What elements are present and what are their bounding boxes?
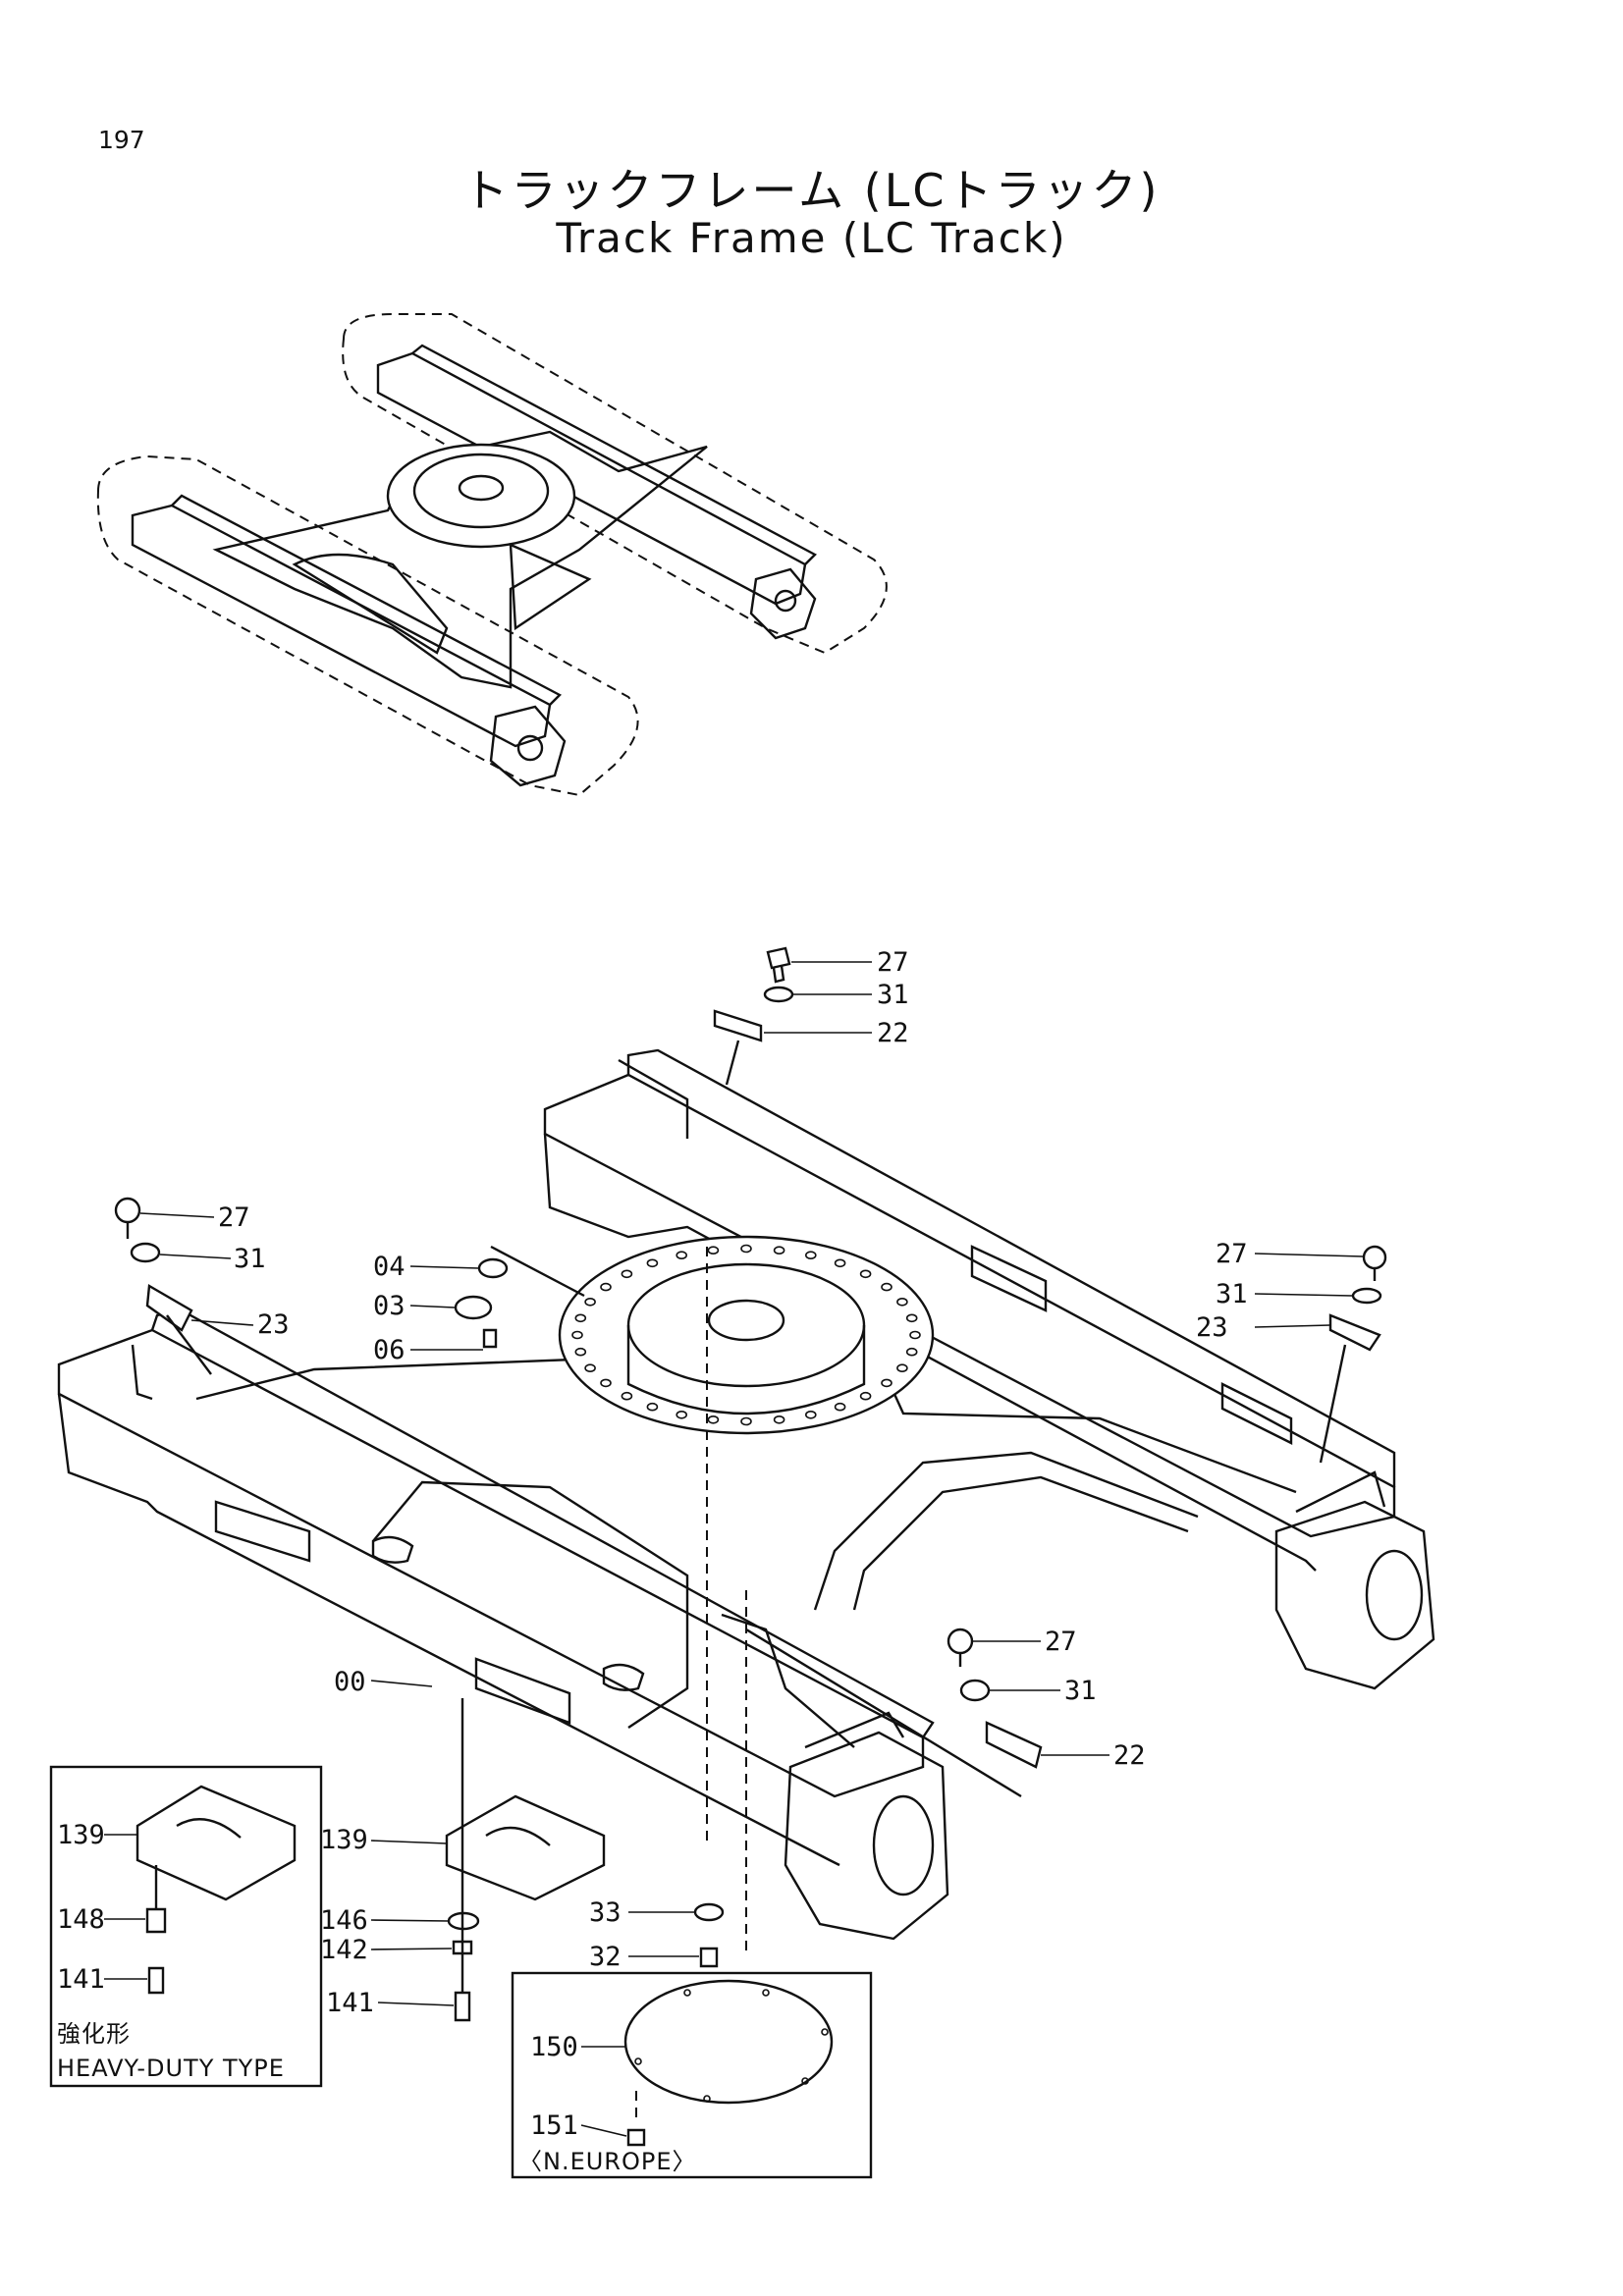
heavy-duty-title-jp: 強化形 [57, 2020, 131, 2048]
bolt-hole [896, 1298, 908, 1307]
bolt-hole [707, 1415, 720, 1424]
callout-label: 31 [877, 980, 909, 1010]
bolt-hole [740, 1244, 752, 1254]
callout-label: 139 [320, 1825, 368, 1855]
callout-label: 31 [1064, 1676, 1097, 1706]
callout-label: 27 [877, 947, 909, 978]
callout-label: 06 [373, 1335, 406, 1365]
callout-label: 32 [589, 1942, 622, 1972]
heavy-duty-title-en: HEAVY-DUTY TYPE [57, 2055, 285, 2082]
heavy-duty-callout: 141 [57, 1964, 105, 1995]
overview-illustration [96, 313, 888, 797]
bolt-hole [859, 1391, 872, 1401]
bolt-hole [881, 1282, 893, 1292]
bolt-hole [740, 1416, 752, 1426]
callout-label: 00 [334, 1667, 366, 1697]
bolt-hole [905, 1313, 918, 1323]
bolt-hole [804, 1251, 817, 1259]
bolt-hole [621, 1391, 633, 1401]
bolt-hole [621, 1269, 633, 1279]
bolt-hole [676, 1411, 688, 1419]
europe-inset: 〈N.EUROPE〉 [511, 1971, 873, 2179]
bolt-hole [571, 1330, 583, 1340]
bolt-hole [584, 1363, 596, 1372]
bolt-hole [676, 1251, 688, 1259]
callout-labels: 27 31 22 27 31 23 04 03 06 27 31 23 27 3… [57, 947, 1364, 2141]
callout-label: 146 [320, 1905, 368, 1936]
callout-label: 27 [1045, 1627, 1077, 1657]
bolt-hole [584, 1298, 596, 1307]
page-number: 197 [98, 126, 145, 154]
bolt-hole [834, 1258, 846, 1268]
title-japanese: トラックフレーム (LCトラック) [462, 164, 1161, 217]
callout-label: 151 [530, 2110, 578, 2141]
heavy-duty-callout: 148 [57, 1904, 105, 1935]
callout-label: 142 [320, 1935, 368, 1965]
main-frame-drawing [57, 1048, 1435, 1941]
bolt-hole [574, 1347, 587, 1357]
bolt-hole [905, 1347, 918, 1357]
bolt-hole [804, 1411, 817, 1419]
bolt-hole [896, 1363, 908, 1372]
callout-label: 03 [373, 1291, 406, 1321]
bolt-hole [859, 1269, 872, 1279]
parts [114, 946, 1387, 2022]
bolt-hole [707, 1246, 720, 1255]
callout-label: 23 [1196, 1312, 1228, 1343]
heavy-duty-inset: 強化形 HEAVY-DUTY TYPE [49, 1765, 323, 2088]
callout-label: 23 [257, 1309, 290, 1340]
callout-label: 141 [326, 1988, 374, 2018]
bolt-hole [909, 1330, 921, 1340]
bolt-hole [834, 1402, 846, 1412]
callout-label: 31 [1216, 1279, 1248, 1309]
bolt-hole [646, 1402, 659, 1412]
callout-label: 22 [877, 1018, 909, 1048]
bolt-hole [574, 1313, 587, 1323]
bolt-hole [881, 1378, 893, 1388]
title-english: Track Frame (LC Track) [556, 214, 1067, 262]
europe-title: 〈N.EUROPE〉 [518, 2148, 697, 2175]
bolt-hole [773, 1415, 785, 1424]
callout-label: 27 [218, 1202, 250, 1233]
callout-label: 27 [1216, 1239, 1248, 1269]
callout-label: 31 [234, 1244, 266, 1274]
bolt-hole [600, 1378, 612, 1388]
callout-label: 33 [589, 1897, 622, 1928]
callout-label: 150 [530, 2032, 578, 2062]
callout-label: 04 [373, 1252, 406, 1282]
bolt-hole [773, 1246, 785, 1255]
bolt-hole [600, 1282, 612, 1292]
callout-label: 22 [1113, 1740, 1146, 1771]
bolt-hole [646, 1258, 659, 1268]
heavy-duty-callout: 139 [57, 1820, 105, 1850]
